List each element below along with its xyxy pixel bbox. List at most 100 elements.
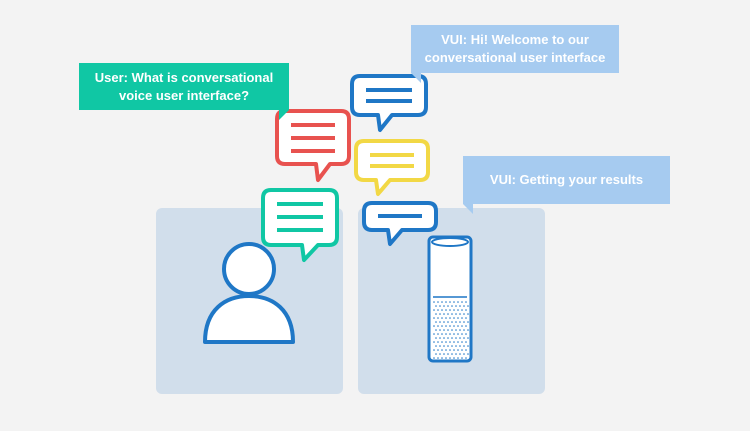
grille-dot [433,317,435,319]
grille-dot [457,341,459,343]
grille-dot [443,329,445,331]
grille-dot [453,349,455,351]
grille-dot [465,309,467,311]
grille-dot [447,321,449,323]
grille-dot [463,337,465,339]
grille-dot [467,313,469,315]
grille-dot [467,353,469,355]
grille-dot [457,317,459,319]
grille-dot [457,349,459,351]
grille-dot [439,353,441,355]
grille-dot [455,313,457,315]
grille-dot [443,313,445,315]
grille-dot [453,333,455,335]
grille-dot [449,325,451,327]
grille-dot [455,353,457,355]
grille-dot [437,309,439,311]
grille-dot [445,357,447,359]
grille-dot [459,305,461,307]
grille-dot [459,345,461,347]
grille-dot [443,337,445,339]
vui-welcome-text: VUI: Hi! Welcome to our conversational u… [424,32,606,65]
grille-dot [465,325,467,327]
grille-dot [441,357,443,359]
grille-dot [463,321,465,323]
grille-dot [449,349,451,351]
grille-dot [435,313,437,315]
grille-dot [451,337,453,339]
grille-dot [439,321,441,323]
grille-dot [449,317,451,319]
grille-dot [455,337,457,339]
grille-dot [439,313,441,315]
grille-dot [467,305,469,307]
grille-dot [449,341,451,343]
grille-dot [445,317,447,319]
smart-speaker-icon [427,235,473,363]
grille-dot [467,345,469,347]
grille-dot [451,329,453,331]
grille-dot [445,349,447,351]
grille-dot [455,329,457,331]
grille-dot [437,357,439,359]
chat-bubble-icon-red [275,109,351,182]
grille-dot [435,353,437,355]
vui-welcome-callout: VUI: Hi! Welcome to our conversational u… [411,25,619,83]
grille-dot [455,321,457,323]
grille-dot [447,337,449,339]
grille-dot [451,345,453,347]
grille-dot [467,329,469,331]
grille-dot [447,353,449,355]
grille-dot [439,345,441,347]
grille-dot [459,313,461,315]
grille-dot [453,301,455,303]
grille-dot [443,321,445,323]
grille-dot [457,301,459,303]
grille-dot [449,333,451,335]
grille-dot [451,321,453,323]
speaker-grille [433,301,469,359]
grille-dot [453,357,455,359]
user-question-callout: User: What is conversational voice user … [79,63,289,110]
grille-dot [453,309,455,311]
grille-dot [459,337,461,339]
grille-dot [439,337,441,339]
grille-dot [463,345,465,347]
grille-dot [437,301,439,303]
grille-dot [451,353,453,355]
grille-dot [437,341,439,343]
grille-dot [455,345,457,347]
grille-dot [453,325,455,327]
grille-dot [461,317,463,319]
grille-dot [443,305,445,307]
grille-dot [459,329,461,331]
grille-dot [447,313,449,315]
grille-dot [451,313,453,315]
grille-dot [435,321,437,323]
vui-results-text: VUI: Getting your results [489,172,644,187]
chat-bubble-icon-blue-top [350,74,428,132]
grille-dot [441,325,443,327]
chat-bubble-icon-blue-small [362,201,438,246]
grille-dot [457,357,459,359]
grille-dot [461,341,463,343]
grille-dot [443,345,445,347]
grille-dot [441,349,443,351]
grille-dot [447,329,449,331]
grille-dot [433,333,435,335]
grille-dot [445,341,447,343]
grille-dot [449,357,451,359]
grille-dot [461,349,463,351]
grille-dot [457,309,459,311]
grille-dot [441,309,443,311]
grille-dot [445,333,447,335]
grille-dot [449,309,451,311]
grille-dot [435,337,437,339]
grille-dot [465,333,467,335]
grille-dot [467,321,469,323]
grille-dot [449,301,451,303]
user-callout-tail [279,110,289,120]
grille-dot [451,305,453,307]
